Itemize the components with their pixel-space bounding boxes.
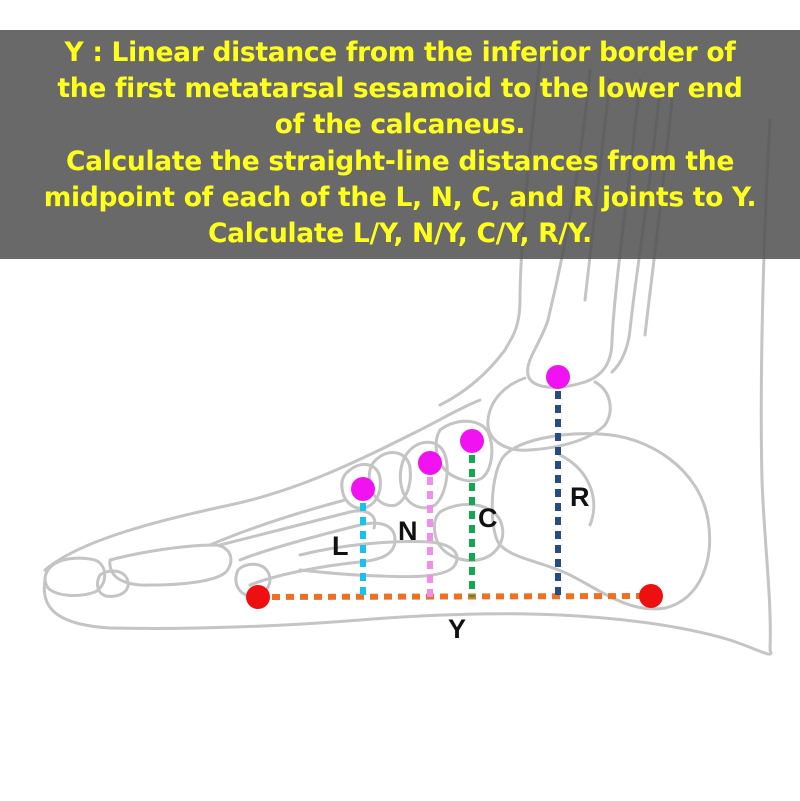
caption-line-4: Calculate the straight-line distances fr… <box>65 145 735 177</box>
caption-line-2: the first metatarsal sesamoid to the low… <box>57 73 743 105</box>
n-label: N <box>398 516 418 546</box>
metatarsal-1 <box>238 521 397 587</box>
y-label: Y <box>448 614 466 644</box>
metatarsal-2 <box>218 509 377 547</box>
r-label: R <box>570 482 590 512</box>
y-baseline <box>257 593 652 600</box>
caption-line-6: Calculate L/Y, N/Y, C/Y, R/Y. <box>208 218 592 250</box>
caption-box: Y : Linear distance from the inferior bo… <box>0 30 800 259</box>
calcaneus-bone <box>490 432 712 611</box>
cuboid-bone <box>432 502 505 562</box>
dorsum-contour <box>43 398 482 572</box>
sole-contour <box>42 578 773 656</box>
sesamoid-end-point <box>246 585 270 609</box>
phalanx-middle <box>96 569 130 598</box>
ankle-outline <box>438 348 507 407</box>
first-mtp-joint <box>234 562 272 598</box>
cuneiform-intermediate <box>367 451 412 508</box>
cuneiform-medial <box>398 440 449 510</box>
l-label: L <box>332 531 349 561</box>
caption-line-5: midpoint of each of the L, N, C, and R j… <box>43 181 757 213</box>
n-joint-point <box>418 451 442 475</box>
caption-line-1: Y : Linear distance from the inferior bo… <box>64 37 736 68</box>
talus-bone <box>486 376 612 452</box>
caption-line-3: of the calcaneus. <box>274 109 526 141</box>
l-joint-point <box>351 477 375 501</box>
metatarsal-5 <box>298 540 459 579</box>
c-joint-point <box>460 429 484 453</box>
metatarsal-3 <box>208 498 347 547</box>
calcaneus-end-point <box>639 584 663 608</box>
calcaneus-inner <box>558 453 596 527</box>
r-joint-point <box>546 365 570 389</box>
c-label: C <box>478 503 498 533</box>
phalanx-proximal <box>108 543 233 587</box>
